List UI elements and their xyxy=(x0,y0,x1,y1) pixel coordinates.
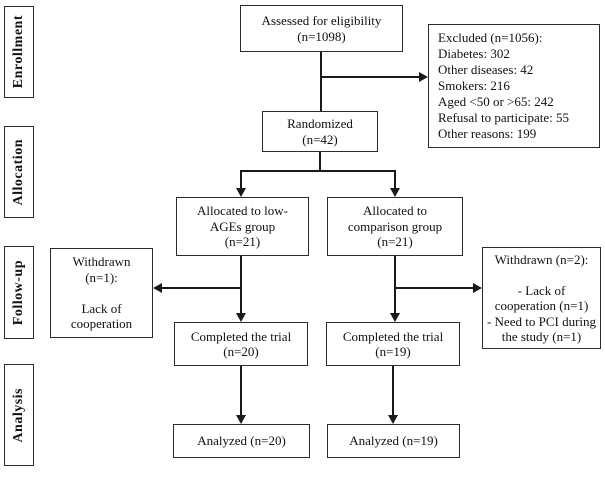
connector-completed-low-to-analyzed xyxy=(240,366,242,417)
box-text-line: (n=42) xyxy=(302,131,338,147)
allocated-comparison-box: Allocated to comparison group (n=21) xyxy=(327,197,463,256)
box-text-line: - Need to PCI during xyxy=(486,313,597,329)
excluded-box: Excluded (n=1056): Diabetes: 302 Other d… xyxy=(428,24,600,148)
box-text-line: Diabetes: 302 xyxy=(438,46,510,61)
arrowhead-down-icon xyxy=(236,188,246,197)
connector-to-withdrawn-right xyxy=(395,287,474,289)
connector-completed-comp-to-analyzed xyxy=(392,366,394,417)
arrowhead-down-icon xyxy=(390,188,400,197)
arrowhead-right-icon xyxy=(473,283,482,293)
connector-alloc-comp-to-completed xyxy=(394,256,396,315)
box-text-line: Allocated to xyxy=(363,203,427,219)
box-text-line: comparison group xyxy=(347,218,443,234)
stage-box-enrollment: Enrollment xyxy=(4,6,34,98)
arrowhead-down-icon xyxy=(236,313,246,322)
stage-label-enrollment: Enrollment xyxy=(11,15,26,89)
box-text-line: Analyzed (n=19) xyxy=(349,433,438,449)
box-text-line xyxy=(485,267,598,283)
box-text-line: Analyzed (n=20) xyxy=(197,433,286,449)
box-text-line: - Lack of xyxy=(517,282,566,298)
connector-to-excluded xyxy=(321,76,421,78)
assessed-eligibility-box: Assessed for eligibility (n=1098) xyxy=(240,5,403,52)
connector-to-withdrawn-left xyxy=(162,287,241,289)
box-text-line: (n=1098) xyxy=(297,28,346,44)
box-text-line: (n=21) xyxy=(377,234,413,250)
connector-split-horizontal xyxy=(240,170,396,172)
stage-label-allocation: Allocation xyxy=(11,138,26,206)
box-text-line: cooperation (n=1) xyxy=(494,298,589,313)
connector-randomized-down xyxy=(319,152,321,172)
randomized-box: Randomized (n=42) xyxy=(262,111,378,152)
stage-box-analysis: Analysis xyxy=(4,364,34,466)
analyzed-comparison-box: Analyzed (n=19) xyxy=(327,424,460,458)
box-text-line: Lack of xyxy=(81,300,122,316)
box-text-line xyxy=(55,285,148,301)
analyzed-low-box: Analyzed (n=20) xyxy=(173,424,310,458)
box-text-line: AGEs group xyxy=(209,218,276,234)
box-text-line: Refusal to participate: 55 xyxy=(438,110,570,125)
box-text-line: Excluded (n=1056): xyxy=(438,30,543,45)
stage-label-analysis: Analysis xyxy=(11,387,26,443)
arrowhead-right-icon xyxy=(419,72,428,82)
box-text-line: Smokers: 216 xyxy=(438,78,510,93)
box-text-line: Withdrawn xyxy=(72,254,131,270)
box-text-line: (n=20) xyxy=(223,344,259,359)
withdrawn-right-box: Withdrawn (n=2): - Lack of cooperation (… xyxy=(482,247,601,349)
box-text-line: Assessed for eligibility xyxy=(261,13,382,28)
arrowhead-down-icon xyxy=(390,313,400,322)
connector-alloc-low-to-completed xyxy=(240,256,242,315)
arrowhead-left-icon xyxy=(153,283,162,293)
box-text-line: (n=19) xyxy=(375,344,411,359)
box-text-line: (n=1): xyxy=(85,269,118,285)
box-text-line: Completed the trial xyxy=(190,328,292,344)
box-text-line: cooperation xyxy=(70,316,133,332)
withdrawn-left-box: Withdrawn (n=1): Lack of cooperation xyxy=(50,248,153,338)
stage-label-follow-up: Follow-up xyxy=(11,259,26,326)
box-text-line: Allocated to low- xyxy=(197,203,288,219)
stage-box-allocation: Allocation xyxy=(4,126,34,218)
connector-assessed-to-randomized xyxy=(320,52,322,111)
box-text-line: Randomized xyxy=(287,116,353,131)
stage-box-follow-up: Follow-up xyxy=(4,246,34,339)
arrowhead-down-icon xyxy=(236,415,246,424)
box-text-line: (n=21) xyxy=(224,234,261,250)
connector-to-alloc-comparison xyxy=(394,170,396,190)
box-text-line: Withdrawn (n=2): xyxy=(494,251,589,267)
box-text-line: Other diseases: 42 xyxy=(438,62,534,77)
connector-to-alloc-low xyxy=(240,170,242,190)
completed-trial-low-box: Completed the trial (n=20) xyxy=(174,322,308,366)
box-text-line: Aged <50 or >65: 242 xyxy=(438,94,554,109)
box-text-line: Completed the trial xyxy=(342,328,444,344)
completed-trial-comparison-box: Completed the trial (n=19) xyxy=(326,322,460,366)
box-text-line: Other reasons: 199 xyxy=(438,126,537,141)
box-text-line: the study (n=1) xyxy=(501,329,582,344)
arrowhead-down-icon xyxy=(388,415,398,424)
allocated-low-ages-box: Allocated to low- AGEs group (n=21) xyxy=(176,197,309,256)
